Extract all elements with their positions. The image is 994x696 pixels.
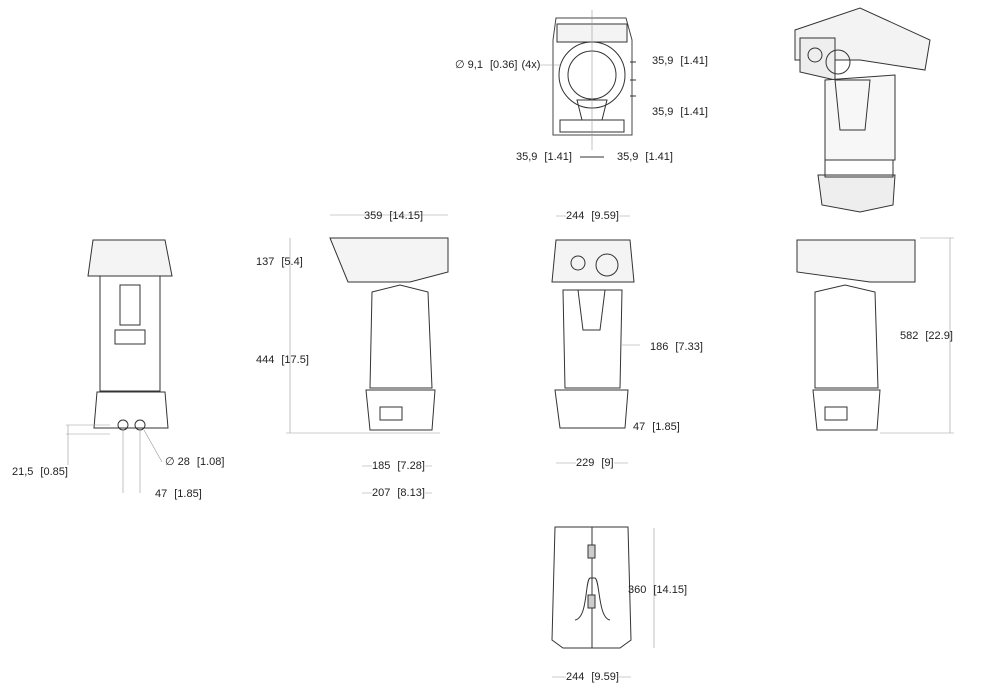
side-view-right	[796, 237, 954, 434]
dim-top-width: 244 [9.59]	[566, 671, 619, 683]
rear-view	[66, 239, 173, 493]
dim-value: 35,9	[652, 55, 674, 67]
dim-inch: [5.4]	[281, 256, 303, 268]
dim-inch: [9.59]	[591, 210, 619, 222]
dim-value: 207	[372, 487, 391, 499]
dim-housing-width: 244 [9.59]	[566, 210, 619, 222]
dim-top-length: 360 [14.15]	[628, 584, 687, 596]
dim-body-height: 444 [17.5]	[256, 354, 309, 366]
dim-inch: [14.15]	[653, 584, 687, 596]
dim-inch: [8.13]	[397, 487, 425, 499]
dim-inch: [1.85]	[174, 488, 202, 500]
dim-body-width: 186 [7.33]	[650, 341, 703, 353]
dim-value: 360	[628, 584, 647, 596]
dim-housing-length: 359 [14.15]	[364, 210, 423, 222]
dim-value: 47	[155, 488, 168, 500]
dim-inch: [1.08]	[196, 456, 225, 468]
dim-value: 229	[576, 457, 595, 469]
dim-front-base-height: 47 [1.85]	[633, 421, 680, 433]
dim-value: 28	[177, 456, 190, 468]
dim-inch: [22.9]	[925, 330, 953, 342]
dim-connector-spacing: 47 [1.85]	[155, 488, 202, 500]
dim-inch: [1.41]	[645, 151, 673, 163]
dim-value: 47	[633, 421, 646, 433]
dim-inch: [7.33]	[675, 341, 703, 353]
dim-base-height: 21,5 [0.85]	[12, 466, 68, 478]
dim-connector-diameter: ∅ 28 [1.08]	[165, 456, 224, 468]
dim-value: 444	[256, 354, 275, 366]
dim-value: 244	[566, 210, 585, 222]
dim-inch: [1.41]	[544, 151, 572, 163]
diameter-symbol: ∅	[165, 456, 175, 468]
dim-housing-height: 137 [5.4]	[256, 256, 303, 268]
dim-inch: [14.15]	[389, 210, 423, 222]
dim-inch: [17.5]	[281, 354, 309, 366]
dim-value: 582	[900, 330, 919, 342]
dim-value: 35,9	[652, 106, 674, 118]
dim-right-lower: 35,9 [1.41]	[652, 106, 708, 118]
rear-top-view	[540, 10, 636, 158]
dim-right-upper: 35,9 [1.41]	[652, 55, 708, 67]
dim-inch: [1.41]	[680, 106, 708, 118]
front-view	[551, 215, 640, 464]
dim-value: 35,9	[516, 151, 538, 163]
dim-inch: [7.28]	[397, 460, 425, 472]
dim-bottom-right: 35,9 [1.41]	[617, 151, 673, 163]
dim-value: 186	[650, 341, 669, 353]
dim-value: 359	[364, 210, 383, 222]
side-view-left	[286, 214, 449, 494]
dim-inch: [9.59]	[591, 671, 619, 683]
diameter-symbol: ∅	[455, 59, 465, 71]
top-view	[551, 526, 655, 678]
dim-inch: [0.36]	[489, 59, 518, 71]
dim-inch: [0.85]	[40, 466, 68, 478]
dim-value: 9,1	[467, 59, 483, 71]
dim-base-width: 185 [7.28]	[372, 460, 425, 472]
dim-value: 21,5	[12, 466, 34, 478]
dim-value: 185	[372, 460, 391, 472]
dim-value: 137	[256, 256, 275, 268]
dim-bottom-left: 35,9 [1.41]	[516, 151, 572, 163]
isometric-view	[794, 7, 931, 213]
dim-value: 35,9	[617, 151, 639, 163]
dim-inch: [9]	[601, 457, 614, 469]
dim-inch: [1.41]	[680, 55, 708, 67]
dim-base-total: 207 [8.13]	[372, 487, 425, 499]
dim-count: (4x)	[521, 59, 541, 71]
dim-total-height: 582 [22.9]	[900, 330, 953, 342]
dim-value: 244	[566, 671, 585, 683]
dim-inch: [1.85]	[652, 421, 680, 433]
dim-front-base-width: 229 [9]	[576, 457, 614, 469]
hole-diameter-label: ∅ 9,1 [0.36](4x)	[455, 59, 540, 71]
